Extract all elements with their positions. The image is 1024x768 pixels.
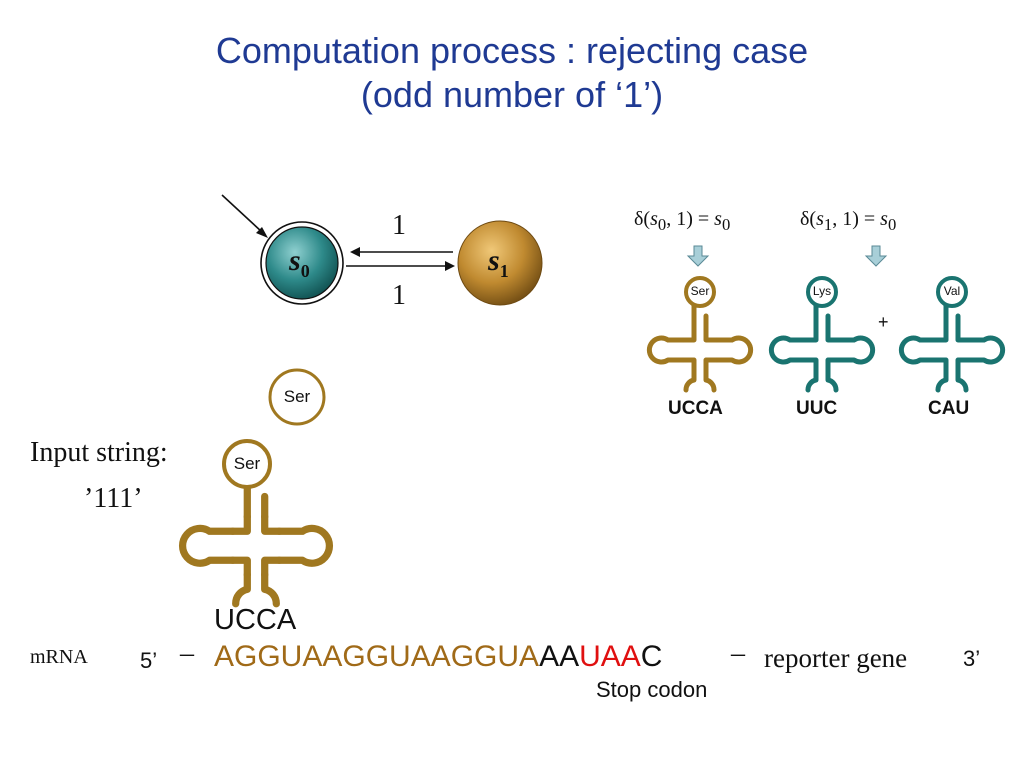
anticodon-ser: UCCA bbox=[668, 398, 723, 419]
three-prime-label: 3’ bbox=[963, 646, 981, 671]
transition-label-1: δ(s0, 1) = s0 bbox=[634, 208, 731, 234]
state-s0-label: s0 bbox=[289, 244, 310, 281]
state-s1-label: s1 bbox=[488, 244, 509, 281]
start-arrow bbox=[221, 194, 268, 238]
trna-val-small-label: Val bbox=[943, 284, 961, 298]
trna-ser-big-head bbox=[222, 439, 272, 489]
transition-arrows bbox=[346, 247, 455, 271]
mrna-seq-tail: C bbox=[640, 640, 663, 673]
anticodon-lys: UUC bbox=[796, 398, 838, 419]
state-s1 bbox=[457, 220, 543, 306]
mrna-seq-stop: UAA bbox=[579, 640, 641, 673]
state-s0 bbox=[260, 221, 344, 305]
mrna-dash-right: – bbox=[731, 638, 745, 669]
slide-title-line2: (odd number of ‘1’) bbox=[360, 74, 664, 115]
edge-label-bottom: 1 bbox=[392, 280, 406, 311]
stop-codon-label: Stop codon bbox=[596, 677, 708, 702]
five-prime-label: 5’ bbox=[140, 648, 158, 673]
mrna-dash-left: – bbox=[180, 638, 194, 669]
reporter-gene-label: reporter gene bbox=[764, 643, 908, 673]
mrna-label: mRNA bbox=[30, 646, 88, 668]
mrna-seq-aa: AA bbox=[539, 640, 580, 673]
transition-label-2: δ(s1, 1) = s0 bbox=[800, 208, 897, 234]
trna-ser-small bbox=[649, 276, 750, 390]
trna-ser-big-label: Ser bbox=[233, 454, 261, 473]
down-arrow-1 bbox=[686, 245, 710, 267]
plus-sign: + bbox=[878, 312, 889, 332]
trna-val-small bbox=[901, 276, 1002, 390]
trna-ser-small-label: Ser bbox=[690, 284, 710, 298]
edge-label-top: 1 bbox=[392, 210, 406, 241]
floating-ser-aminoacid bbox=[268, 368, 326, 426]
input-string-value: ’111’ bbox=[84, 483, 143, 514]
mrna-seq-codons: AGGUAAGGUAAGGUA bbox=[214, 640, 540, 673]
trna-lys-small bbox=[771, 276, 872, 390]
anticodon-val: CAU bbox=[928, 398, 970, 419]
input-string-label: Input string: bbox=[30, 437, 168, 468]
mrna-sequence: AGGUAAGGUAAGGUAAAUAAC bbox=[214, 640, 662, 674]
anticodon-big: UCCA bbox=[214, 604, 297, 636]
floating-ser-label: Ser bbox=[283, 387, 311, 406]
slide-title-line1: Computation process : rejecting case bbox=[215, 30, 809, 71]
down-arrow-2 bbox=[864, 245, 888, 267]
trna-lys-small-label: Lys bbox=[812, 284, 832, 298]
trna-ser-big bbox=[183, 479, 330, 604]
